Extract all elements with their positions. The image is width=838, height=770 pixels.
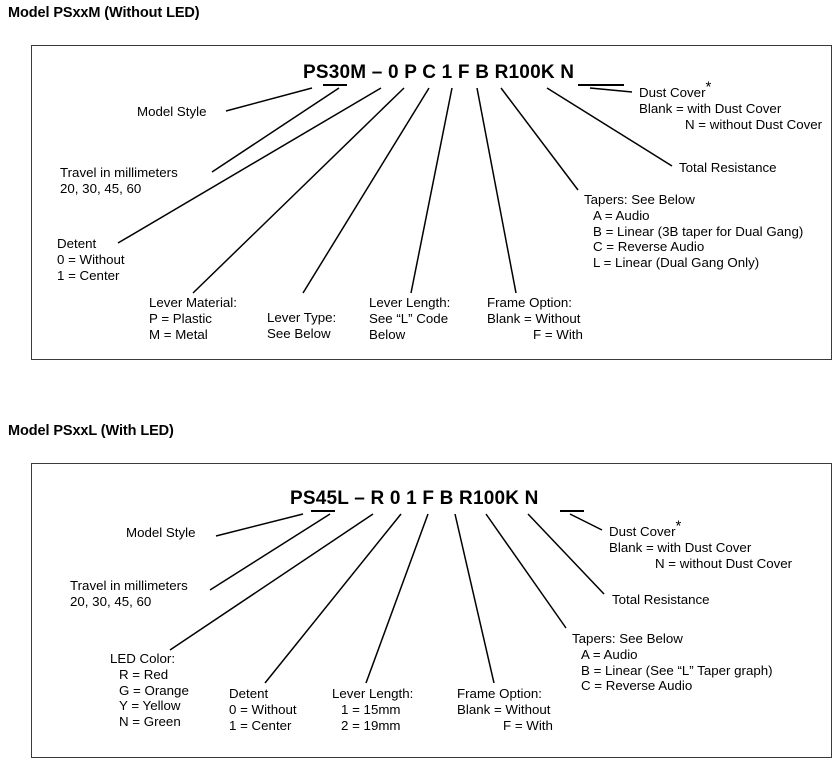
callout-tapers-opt2-psxxm: B = Linear (3B taper for Dual Gang) xyxy=(593,223,804,239)
callout-tapers-psxxl: Tapers: See Below A = Audio B = Linear (… xyxy=(572,631,773,694)
callout-model-style-label-psxxm: Model Style xyxy=(137,104,207,119)
callout-detent-opt2-psxxm: 1 = Center xyxy=(57,267,120,283)
part-number-dustcover-underline-psxxl xyxy=(560,510,584,512)
callout-travel-values-psxxl: 20, 30, 45, 60 xyxy=(70,593,152,609)
callout-detent-opt1-psxxm: 0 = Without xyxy=(57,251,125,267)
callout-lever-length-title-psxxl: Lever Length: xyxy=(332,686,414,701)
callout-tapers-opt1-psxxl: A = Audio xyxy=(581,646,638,662)
callout-dust-cover-title-psxxm: Dust Cover xyxy=(639,85,706,100)
callout-lever-length-opt2-psxxl: 2 = 19mm xyxy=(341,717,401,733)
callout-lever-material-opt2-psxxm: M = Metal xyxy=(149,326,208,342)
callout-led-color-title-psxxl: LED Color: xyxy=(110,651,176,666)
callout-detent-psxxl: Detent 0 = Without 1 = Center xyxy=(229,686,297,733)
callout-dust-cover-opt1-psxxm: Blank = with Dust Cover xyxy=(639,100,782,116)
callout-dust-cover-opt2-psxxl: N = without Dust Cover xyxy=(655,555,793,571)
callout-dust-cover-opt2-psxxm: N = without Dust Cover xyxy=(685,116,823,132)
callout-tapers-title-psxxm: Tapers: See Below xyxy=(584,192,695,207)
callout-frame-option-psxxm: Frame Option: Blank = Without F = With xyxy=(487,295,583,342)
callout-lever-type-title-psxxm: Lever Type: xyxy=(267,310,337,325)
callout-frame-option-opt2-psxxl: F = With xyxy=(503,717,553,733)
callout-dust-cover-title-row-psxxl: Dust Cover* xyxy=(609,519,792,540)
callout-lever-material-opt1-psxxm: P = Plastic xyxy=(149,310,212,326)
callout-tapers-opt1-psxxm: A = Audio xyxy=(593,207,650,223)
diagram-box-psxxm xyxy=(31,45,832,360)
callout-travel-psxxm: Travel in millimeters 20, 30, 45, 60 xyxy=(60,165,178,197)
callout-tapers-opt3-psxxm: C = Reverse Audio xyxy=(593,239,705,255)
callout-model-style-psxxl: Model Style xyxy=(126,525,195,541)
callout-frame-option-opt1-psxxl: Blank = Without xyxy=(457,701,551,717)
callout-lever-type-psxxm: Lever Type: See Below xyxy=(267,310,336,342)
part-number-psxxm: PS30M – 0 P C 1 F B R100K N xyxy=(303,62,575,83)
callout-frame-option-opt1-psxxm: Blank = Without xyxy=(487,310,581,326)
callout-lever-type-opt1-psxxm: See Below xyxy=(267,325,331,341)
callout-detent-opt2-psxxl: 1 = Center xyxy=(229,717,292,733)
callout-model-style-psxxm: Model Style xyxy=(137,104,206,120)
callout-lever-length-psxxm: Lever Length: See “L” Code Below xyxy=(369,295,450,342)
callout-tapers-title-psxxl: Tapers: See Below xyxy=(572,631,683,646)
callout-tapers-opt2-psxxl: B = Linear (See “L” Taper graph) xyxy=(581,662,773,678)
section-title-psxxm: Model PSxxM (Without LED) xyxy=(8,5,200,21)
part-number-travel-underline-psxxm xyxy=(323,84,347,86)
callout-frame-option-title-psxxm: Frame Option: xyxy=(487,295,572,310)
callout-tapers-psxxm: Tapers: See Below A = Audio B = Linear (… xyxy=(584,192,803,271)
callout-led-color-psxxl: LED Color: R = Red G = Orange Y = Yellow… xyxy=(110,651,189,730)
callout-frame-option-title-psxxl: Frame Option: xyxy=(457,686,542,701)
callout-dust-cover-opt1-psxxl: Blank = with Dust Cover xyxy=(609,539,752,555)
callout-led-color-opt4-psxxl: N = Green xyxy=(119,714,181,730)
dust-cover-asterisk-icon-psxxm: * xyxy=(705,78,712,96)
callout-total-resistance-label-psxxl: Total Resistance xyxy=(612,592,710,607)
callout-frame-option-opt2-psxxm: F = With xyxy=(533,326,583,342)
section-title-psxxl: Model PSxxL (With LED) xyxy=(8,423,174,439)
part-number-psxxl: PS45L – R 0 1 F B R100K N xyxy=(290,488,539,509)
part-number-dustcover-underline-psxxm xyxy=(578,84,624,86)
callout-tapers-opt4-psxxm: L = Linear (Dual Gang Only) xyxy=(593,255,760,271)
callout-detent-title-psxxm: Detent xyxy=(57,236,97,251)
dust-cover-asterisk-icon-psxxl: * xyxy=(675,517,682,535)
callout-travel-title-psxxm: Travel in millimeters xyxy=(60,165,178,180)
callout-total-resistance-psxxl: Total Resistance xyxy=(612,592,710,608)
callout-travel-title-psxxl: Travel in millimeters xyxy=(70,578,188,593)
callout-model-style-label-psxxl: Model Style xyxy=(126,525,196,540)
callout-lever-material-psxxm: Lever Material: P = Plastic M = Metal xyxy=(149,295,237,342)
callout-lever-material-title-psxxm: Lever Material: xyxy=(149,295,237,310)
callout-dust-cover-psxxm: Dust Cover* Blank = with Dust Cover N = … xyxy=(639,80,823,132)
callout-led-color-opt1-psxxl: R = Red xyxy=(119,666,169,682)
callout-dust-cover-psxxl: Dust Cover* Blank = with Dust Cover N = … xyxy=(609,519,793,571)
callout-detent-psxxm: Detent 0 = Without 1 = Center xyxy=(57,236,125,283)
part-number-travel-underline-psxxl xyxy=(311,510,335,512)
callout-travel-values-psxxm: 20, 30, 45, 60 xyxy=(60,180,142,196)
callout-travel-psxxl: Travel in millimeters 20, 30, 45, 60 xyxy=(70,578,188,610)
callout-frame-option-psxxl: Frame Option: Blank = Without F = With xyxy=(457,686,553,733)
callout-led-color-opt2-psxxl: G = Orange xyxy=(119,682,189,698)
callout-total-resistance-psxxm: Total Resistance xyxy=(679,160,777,176)
callout-detent-title-psxxl: Detent xyxy=(229,686,269,701)
callout-lever-length-opt1-psxxl: 1 = 15mm xyxy=(341,701,401,717)
diagram-box-psxxl xyxy=(31,463,832,758)
callout-lever-length-opt2-psxxm: Below xyxy=(369,326,406,342)
callout-dust-cover-title-row-psxxm: Dust Cover* xyxy=(639,80,822,101)
callout-lever-length-psxxl: Lever Length: 1 = 15mm 2 = 19mm xyxy=(332,686,413,733)
callout-led-color-opt3-psxxl: Y = Yellow xyxy=(119,698,181,714)
callout-detent-opt1-psxxl: 0 = Without xyxy=(229,701,297,717)
callout-total-resistance-label-psxxm: Total Resistance xyxy=(679,160,777,175)
callout-tapers-opt3-psxxl: C = Reverse Audio xyxy=(581,678,693,694)
callout-lever-length-opt1-psxxm: See “L” Code xyxy=(369,310,449,326)
callout-dust-cover-title-psxxl: Dust Cover xyxy=(609,524,676,539)
callout-lever-length-title-psxxm: Lever Length: xyxy=(369,295,451,310)
